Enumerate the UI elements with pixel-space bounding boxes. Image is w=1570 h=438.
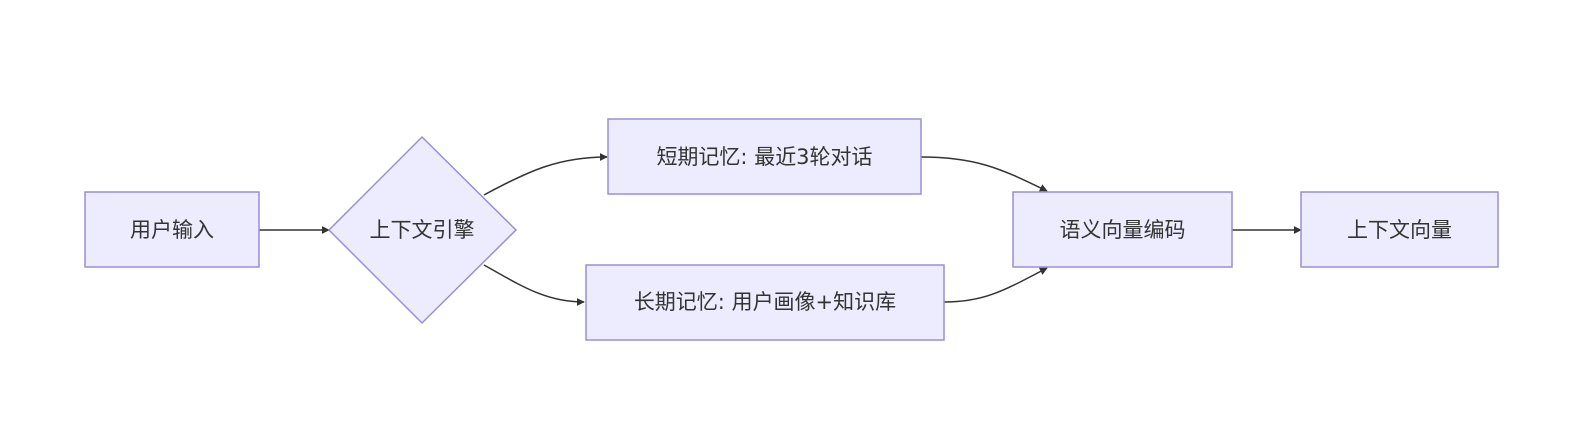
node-context-vector-label: 上下文向量 xyxy=(1347,218,1452,242)
node-long-term-memory-box xyxy=(585,264,945,341)
node-short-term-memory-box xyxy=(607,118,922,195)
node-short-term-memory-label: 短期记忆: 最近3轮对话 xyxy=(656,145,872,169)
node-semantic-encoding: 语义向量编码 xyxy=(1012,191,1233,268)
edge-engine-to-short-term xyxy=(483,153,608,196)
edge-short-term-to-encoding xyxy=(920,156,1048,192)
node-context-vector: 上下文向量 xyxy=(1300,191,1499,268)
edge-long-term-to-encoding xyxy=(943,267,1048,303)
node-semantic-encoding-label: 语义向量编码 xyxy=(1060,218,1186,242)
node-context-engine: 上下文引擎 xyxy=(327,135,518,325)
node-user-input-box xyxy=(84,191,260,268)
edges xyxy=(259,153,1302,306)
node-user-input: 用户输入 xyxy=(84,191,260,268)
node-context-vector-box xyxy=(1300,191,1499,268)
edge-engine-to-long-term xyxy=(483,264,585,306)
node-user-input-label: 用户输入 xyxy=(130,218,214,242)
node-context-engine-diamond xyxy=(327,135,518,325)
node-short-term-memory: 短期记忆: 最近3轮对话 xyxy=(607,118,922,195)
node-semantic-encoding-box xyxy=(1012,191,1233,268)
node-long-term-memory-label: 长期记忆: 用户画像+知识库 xyxy=(634,290,896,314)
node-context-engine-label: 上下文引擎 xyxy=(370,218,475,242)
node-long-term-memory: 长期记忆: 用户画像+知识库 xyxy=(585,264,945,341)
